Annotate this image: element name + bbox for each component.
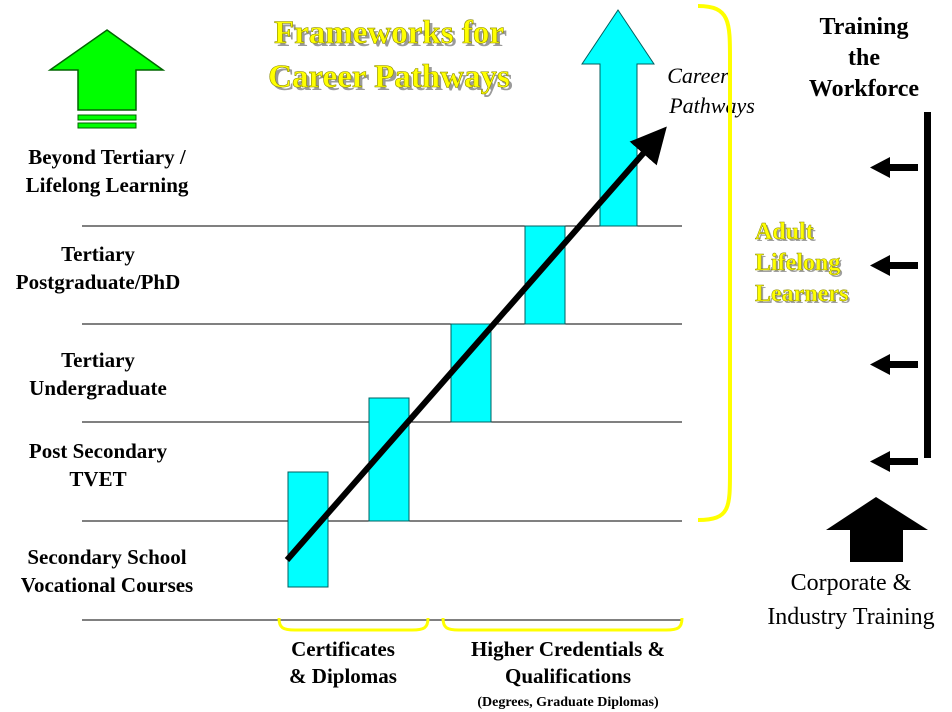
bracket-higher	[441, 617, 684, 632]
training-line1: Training	[820, 14, 909, 40]
corporate-line2: Industry Training	[767, 604, 934, 630]
title-line1: Frameworks for	[274, 15, 504, 51]
level-undergraduate-line1: Tertiary	[61, 348, 135, 372]
level-labels: Beyond Tertiary / Lifelong Learning Tert…	[16, 145, 193, 597]
adult-line1-shadow: Adult	[757, 221, 816, 247]
career-pathways-line1: Career	[667, 63, 729, 88]
adult-line3-shadow: Learners	[757, 283, 850, 309]
black-up-arrow-icon	[826, 497, 928, 562]
step-bar	[524, 225, 566, 325]
bracket-certificates	[277, 617, 430, 632]
level-secondary-line1: Secondary School	[27, 545, 186, 569]
level-postgraduate-line1: Tertiary	[61, 242, 135, 266]
adult-line2: Lifelong	[755, 250, 840, 276]
level-beyond-tertiary-line2: Lifelong Learning	[26, 173, 189, 197]
title-line1-shadow: Frameworks for	[277, 18, 507, 54]
workforce-bar	[924, 112, 931, 458]
level-undergraduate-line2: Undergraduate	[29, 376, 167, 400]
level-postgraduate-line2: Postgraduate/PhD	[16, 270, 181, 294]
adult-line1: Adult	[755, 219, 814, 245]
higher-line1: Higher Credentials &	[471, 637, 665, 661]
left-arrow-icon	[870, 255, 918, 276]
step-bar	[287, 471, 329, 588]
left-arrow-icon	[870, 354, 918, 375]
page-title: Frameworks for Frameworks for Career Pat…	[268, 15, 513, 98]
left-arrows	[870, 157, 918, 472]
higher-line2: Qualifications	[505, 664, 631, 688]
training-line3: Workforce	[809, 76, 920, 102]
title-line2: Career Pathways	[268, 59, 510, 95]
career-pathway-arrow	[284, 126, 667, 562]
yellow-bracket	[697, 4, 732, 522]
certificates-line2: & Diplomas	[289, 664, 397, 688]
adult-learners-label: Adult Adult Lifelong Lifelong Learners L…	[755, 219, 851, 309]
cyan-up-arrow-icon	[581, 9, 655, 227]
green-up-arrow-icon	[47, 29, 166, 129]
left-arrow-icon	[870, 451, 918, 472]
step-bar	[450, 323, 492, 423]
corporate-line1: Corporate &	[791, 570, 912, 596]
adult-line3: Learners	[755, 281, 848, 307]
adult-line2-shadow: Lifelong	[757, 252, 842, 278]
level-tvet-line1: Post Secondary	[29, 439, 168, 463]
certificates-line1: Certificates	[291, 637, 395, 661]
left-arrow-icon	[870, 157, 918, 178]
training-line2: the	[848, 45, 880, 71]
level-secondary-line2: Vocational Courses	[21, 573, 193, 597]
step-bars	[287, 225, 566, 588]
title-line2-shadow: Career Pathways	[271, 62, 513, 98]
level-tvet-line2: TVET	[69, 467, 126, 491]
higher-line3: (Degrees, Graduate Diplomas)	[477, 695, 659, 710]
career-pathways-line2: Pathways	[668, 93, 755, 118]
level-beyond-tertiary-line1: Beyond Tertiary /	[28, 145, 187, 169]
